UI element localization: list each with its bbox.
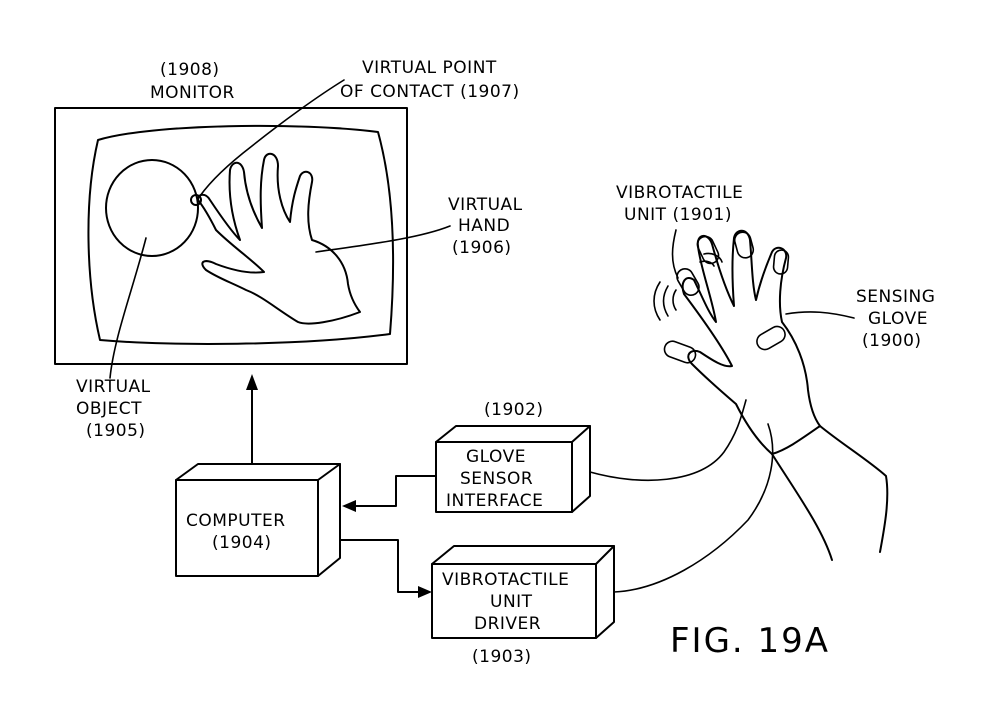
vibro-unit-label-line1: VIBROTACTILE (616, 183, 743, 203)
forearm (771, 425, 889, 561)
driver-label-line1: VIBROTACTILE (442, 570, 569, 590)
glove-sensor-interface-box (435, 425, 591, 513)
hand-number-label: (1906) (452, 238, 512, 258)
vibration-marks (653, 252, 723, 321)
cable-glove-to-interface (589, 399, 747, 482)
interface-to-computer-arrow (355, 475, 437, 507)
interface-label-line2: SENSOR (460, 469, 533, 489)
monitor-screen (87, 124, 395, 345)
glove-label-line1: SENSING (856, 287, 935, 307)
virtual-object-sphere (105, 159, 199, 257)
vibrotactile-unit-little (772, 249, 790, 275)
interface-number-label: (1902) (484, 400, 544, 420)
glove-sensor-interface-face (435, 441, 573, 513)
point-label-line2: OF CONTACT (1907) (340, 82, 520, 102)
monitor (54, 107, 408, 365)
computer-box (175, 463, 341, 577)
figure-caption: FIG. 19A (670, 621, 830, 661)
glove-number-label: (1900) (862, 331, 922, 351)
computer-box-face (175, 479, 319, 577)
interface-to-computer-arrowhead (342, 500, 356, 512)
sensing-glove (653, 229, 889, 561)
hand-label-line1: VIRTUAL (448, 195, 523, 215)
interface-label-line1: GLOVE (466, 447, 526, 467)
virtual-contact-point (190, 194, 202, 206)
object-number-label: (1905) (86, 421, 146, 441)
monitor-label: MONITOR (150, 83, 235, 103)
vibrotactile-unit-middle (696, 235, 720, 265)
point-leader (199, 79, 345, 197)
virtual-hand (197, 152, 361, 325)
object-leader (109, 237, 147, 379)
hand-label-line2: HAND (458, 216, 510, 236)
hand-leader (315, 225, 451, 253)
vibro-unit-label-line2: UNIT (1901) (624, 205, 732, 225)
glove-outline (681, 229, 821, 455)
vibrotactile-unit-thumb (663, 340, 697, 364)
driver-label-line3: DRIVER (474, 614, 541, 634)
glove-leader (785, 311, 855, 319)
interface-label-line3: INTERFACE (446, 491, 543, 511)
vibrotactile-driver-face (431, 563, 597, 639)
glove-label-line2: GLOVE (868, 309, 928, 329)
computer-to-driver-arrow (339, 539, 419, 593)
object-label-line1: VIRTUAL (76, 377, 151, 397)
point-label-line1: VIRTUAL POINT (362, 58, 497, 78)
computer-number-label: (1904) (212, 533, 272, 553)
driver-number-label: (1903) (472, 647, 532, 667)
monitor-frame (54, 107, 408, 365)
vibrotactile-unit-palm (756, 325, 786, 351)
computer-to-driver-arrowhead (418, 586, 432, 598)
vibrotactile-unit-index (676, 268, 700, 296)
monitor-number-label: (1908) (160, 60, 220, 80)
vibrotactile-driver-box (431, 545, 615, 639)
vibrotactile-unit-ring (733, 231, 755, 259)
computer-to-monitor-arrowhead (246, 374, 258, 390)
vibro-unit-leader (671, 229, 679, 279)
driver-label-line2: UNIT (490, 592, 533, 612)
cable-glove-to-driver (613, 423, 774, 593)
computer-label-line1: COMPUTER (186, 511, 286, 531)
object-label-line2: OBJECT (76, 399, 142, 419)
